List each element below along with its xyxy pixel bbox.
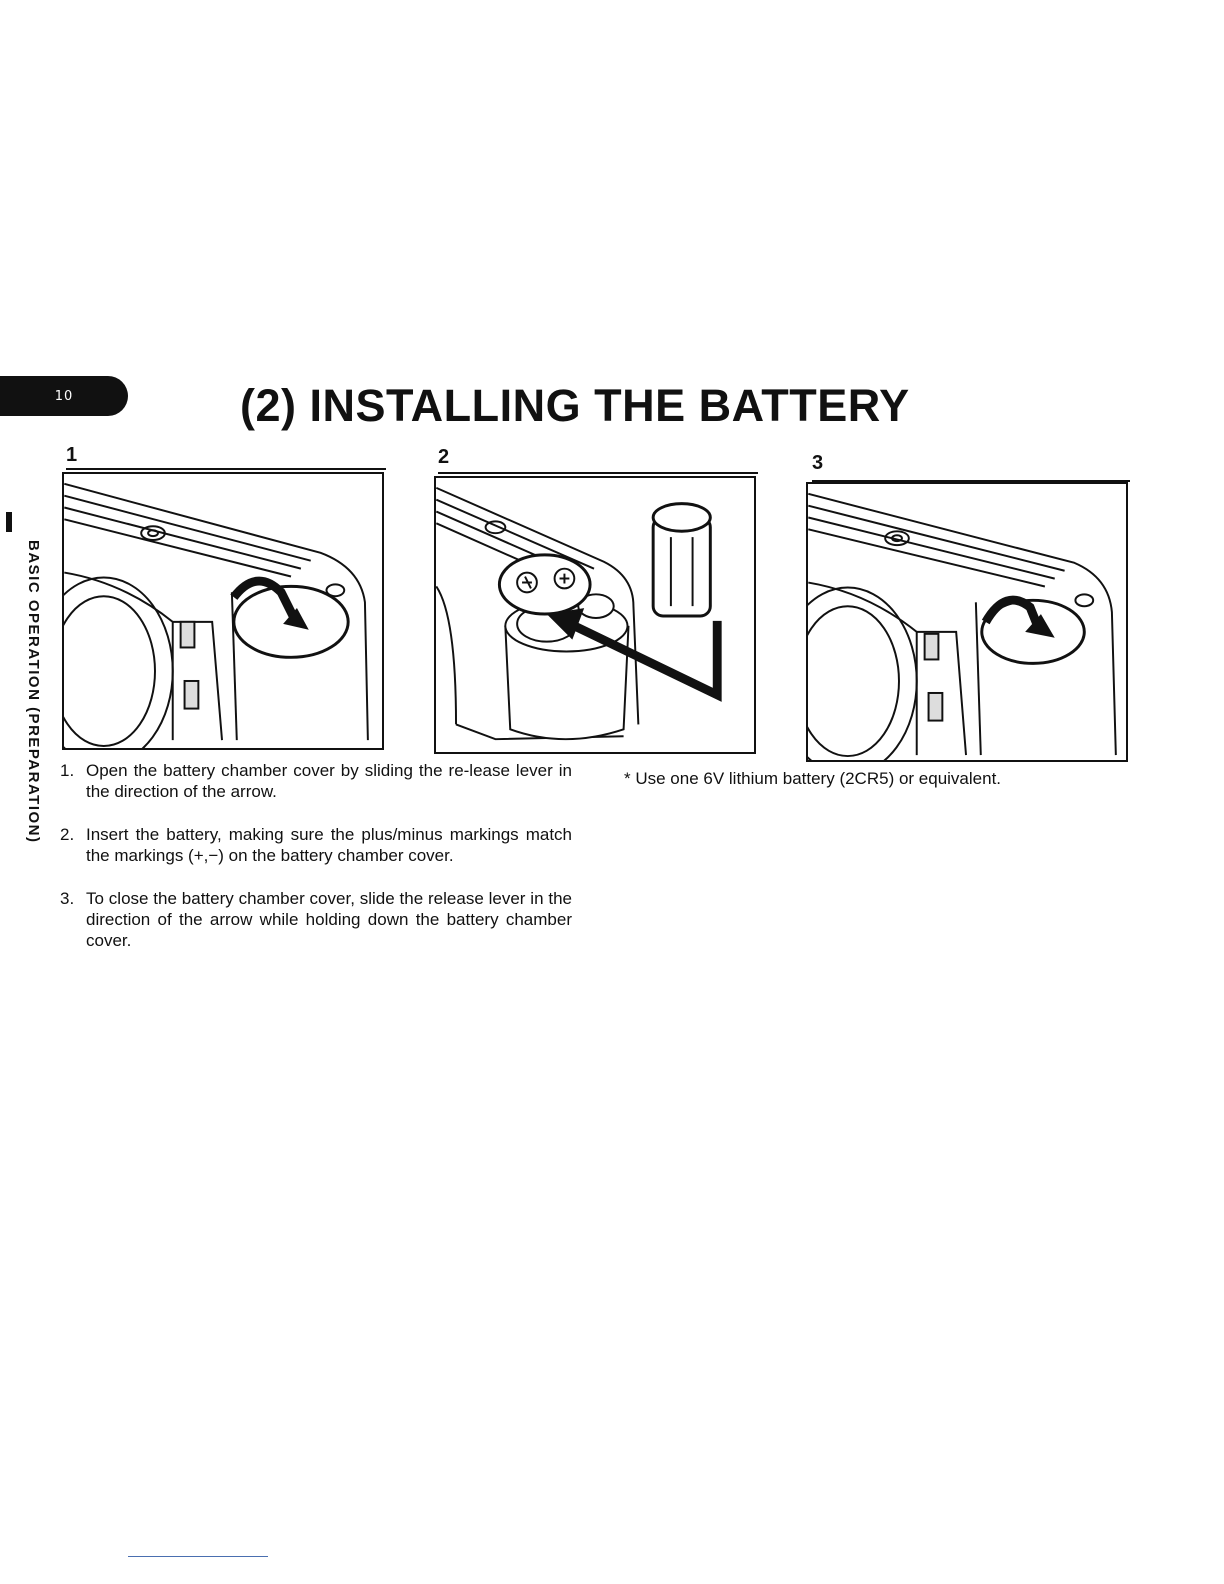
footer-rule — [128, 1556, 268, 1557]
camera-top-close-cover-illustration — [806, 482, 1128, 762]
instruction-steps: 1. Open the battery chamber cover by sli… — [60, 760, 572, 973]
section-marker — [6, 512, 12, 532]
camera-open-cover-drawing — [64, 482, 369, 748]
battery-insertion-illustration — [434, 476, 756, 754]
step-text: Insert the battery, making sure the plus… — [86, 825, 572, 865]
step-number: 3. — [60, 889, 75, 908]
figure-3-number: 3 — [812, 452, 824, 474]
camera-close-cover-drawing — [808, 492, 1117, 760]
page-number: 10 — [54, 388, 74, 404]
figure-3-rule — [812, 480, 1130, 482]
battery-note: * Use one 6V lithium battery (2CR5) or e… — [624, 769, 1002, 788]
figure-1-rule — [66, 468, 386, 470]
camera-top-open-cover-illustration — [62, 472, 384, 750]
figure-1-number: 1 — [66, 444, 78, 466]
step-text: To close the battery chamber cover, slid… — [86, 889, 572, 950]
instruction-step: 3. To close the battery chamber cover, s… — [60, 888, 572, 951]
figure-2-rule — [438, 472, 758, 474]
instruction-step: 1. Open the battery chamber cover by sli… — [60, 760, 572, 802]
instruction-step: 2. Insert the battery, making sure the p… — [60, 824, 572, 866]
page-title: (2) INSTALLING THE BATTERY — [240, 380, 910, 431]
step-text: Open the battery chamber cover by slidin… — [86, 761, 572, 801]
battery-insertion-drawing — [436, 486, 722, 741]
step-number: 2. — [60, 825, 75, 844]
page-number-tab: 10 — [0, 376, 128, 416]
step-number: 1. — [60, 761, 75, 780]
figure-2-number: 2 — [438, 446, 450, 468]
section-label: BASIC OPERATION (PREPARATION) — [25, 540, 42, 844]
